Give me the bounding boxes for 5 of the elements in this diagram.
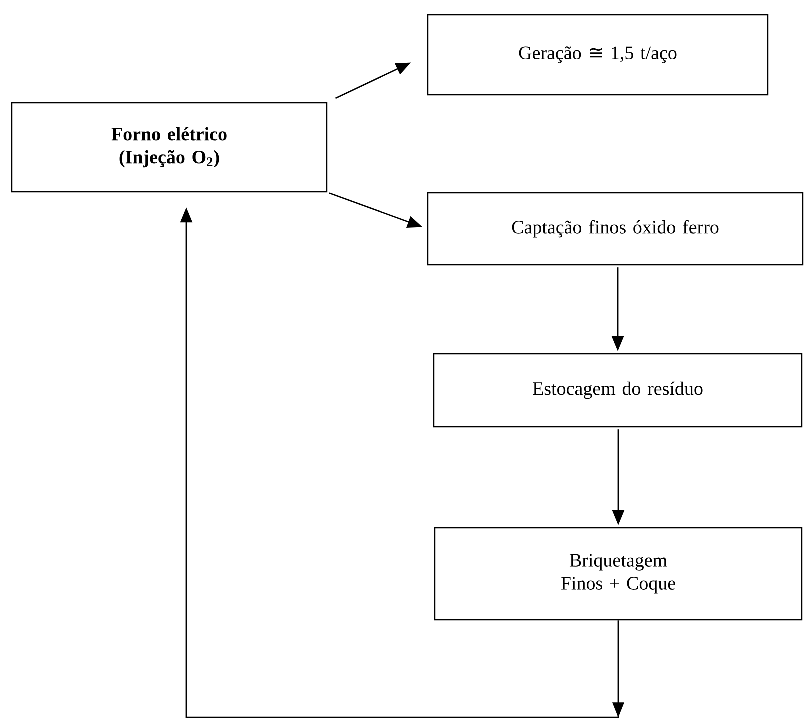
- process-box: Estocagem do resíduo: [433, 353, 803, 428]
- process-box: Briquetagem Finos + Coque: [434, 527, 803, 621]
- process-box: Forno elétrico (Injeção O$_{2}$): [11, 102, 328, 193]
- process-box: Captação finos óxido ferro: [427, 192, 804, 266]
- process-box: Geração ≅ 1,5 t/aço: [427, 14, 769, 96]
